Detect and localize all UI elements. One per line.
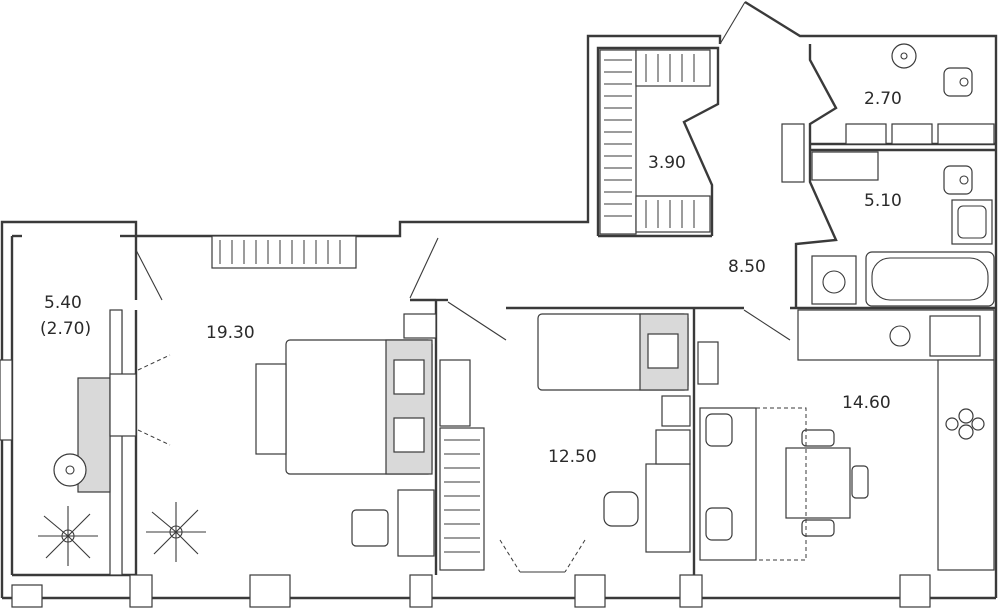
area-label-bedroom-1: 19.30 [206,323,255,343]
bedroom-2-furniture [439,313,691,571]
kitchen-furniture [697,309,995,571]
area-label-bathroom: 5.10 [864,191,902,211]
area-label-balcony-secondary: (2.70) [40,319,91,339]
inner-walls [410,44,996,575]
windows [0,309,931,608]
toilet-fixtures [781,43,995,183]
area-labels: 5.40 (2.70) 19.30 3.90 8.50 2.70 5.10 12… [40,89,902,467]
plant-icon [146,502,206,562]
area-label-wardrobe: 3.90 [648,153,686,173]
area-label-toilet: 2.70 [864,89,902,109]
balcony-furniture [38,373,137,566]
plant-icon [38,506,98,566]
wardrobe-shelves [599,49,711,235]
outer-walls [0,0,998,600]
area-label-hallway: 8.50 [728,257,766,277]
bedroom-1-furniture [146,235,437,562]
area-label-balcony: 5.40 [44,293,82,313]
area-label-bedroom-2: 12.50 [548,447,597,467]
area-label-kitchen: 14.60 [842,393,891,413]
bathroom-fixtures [811,151,995,307]
doors [135,1,837,573]
